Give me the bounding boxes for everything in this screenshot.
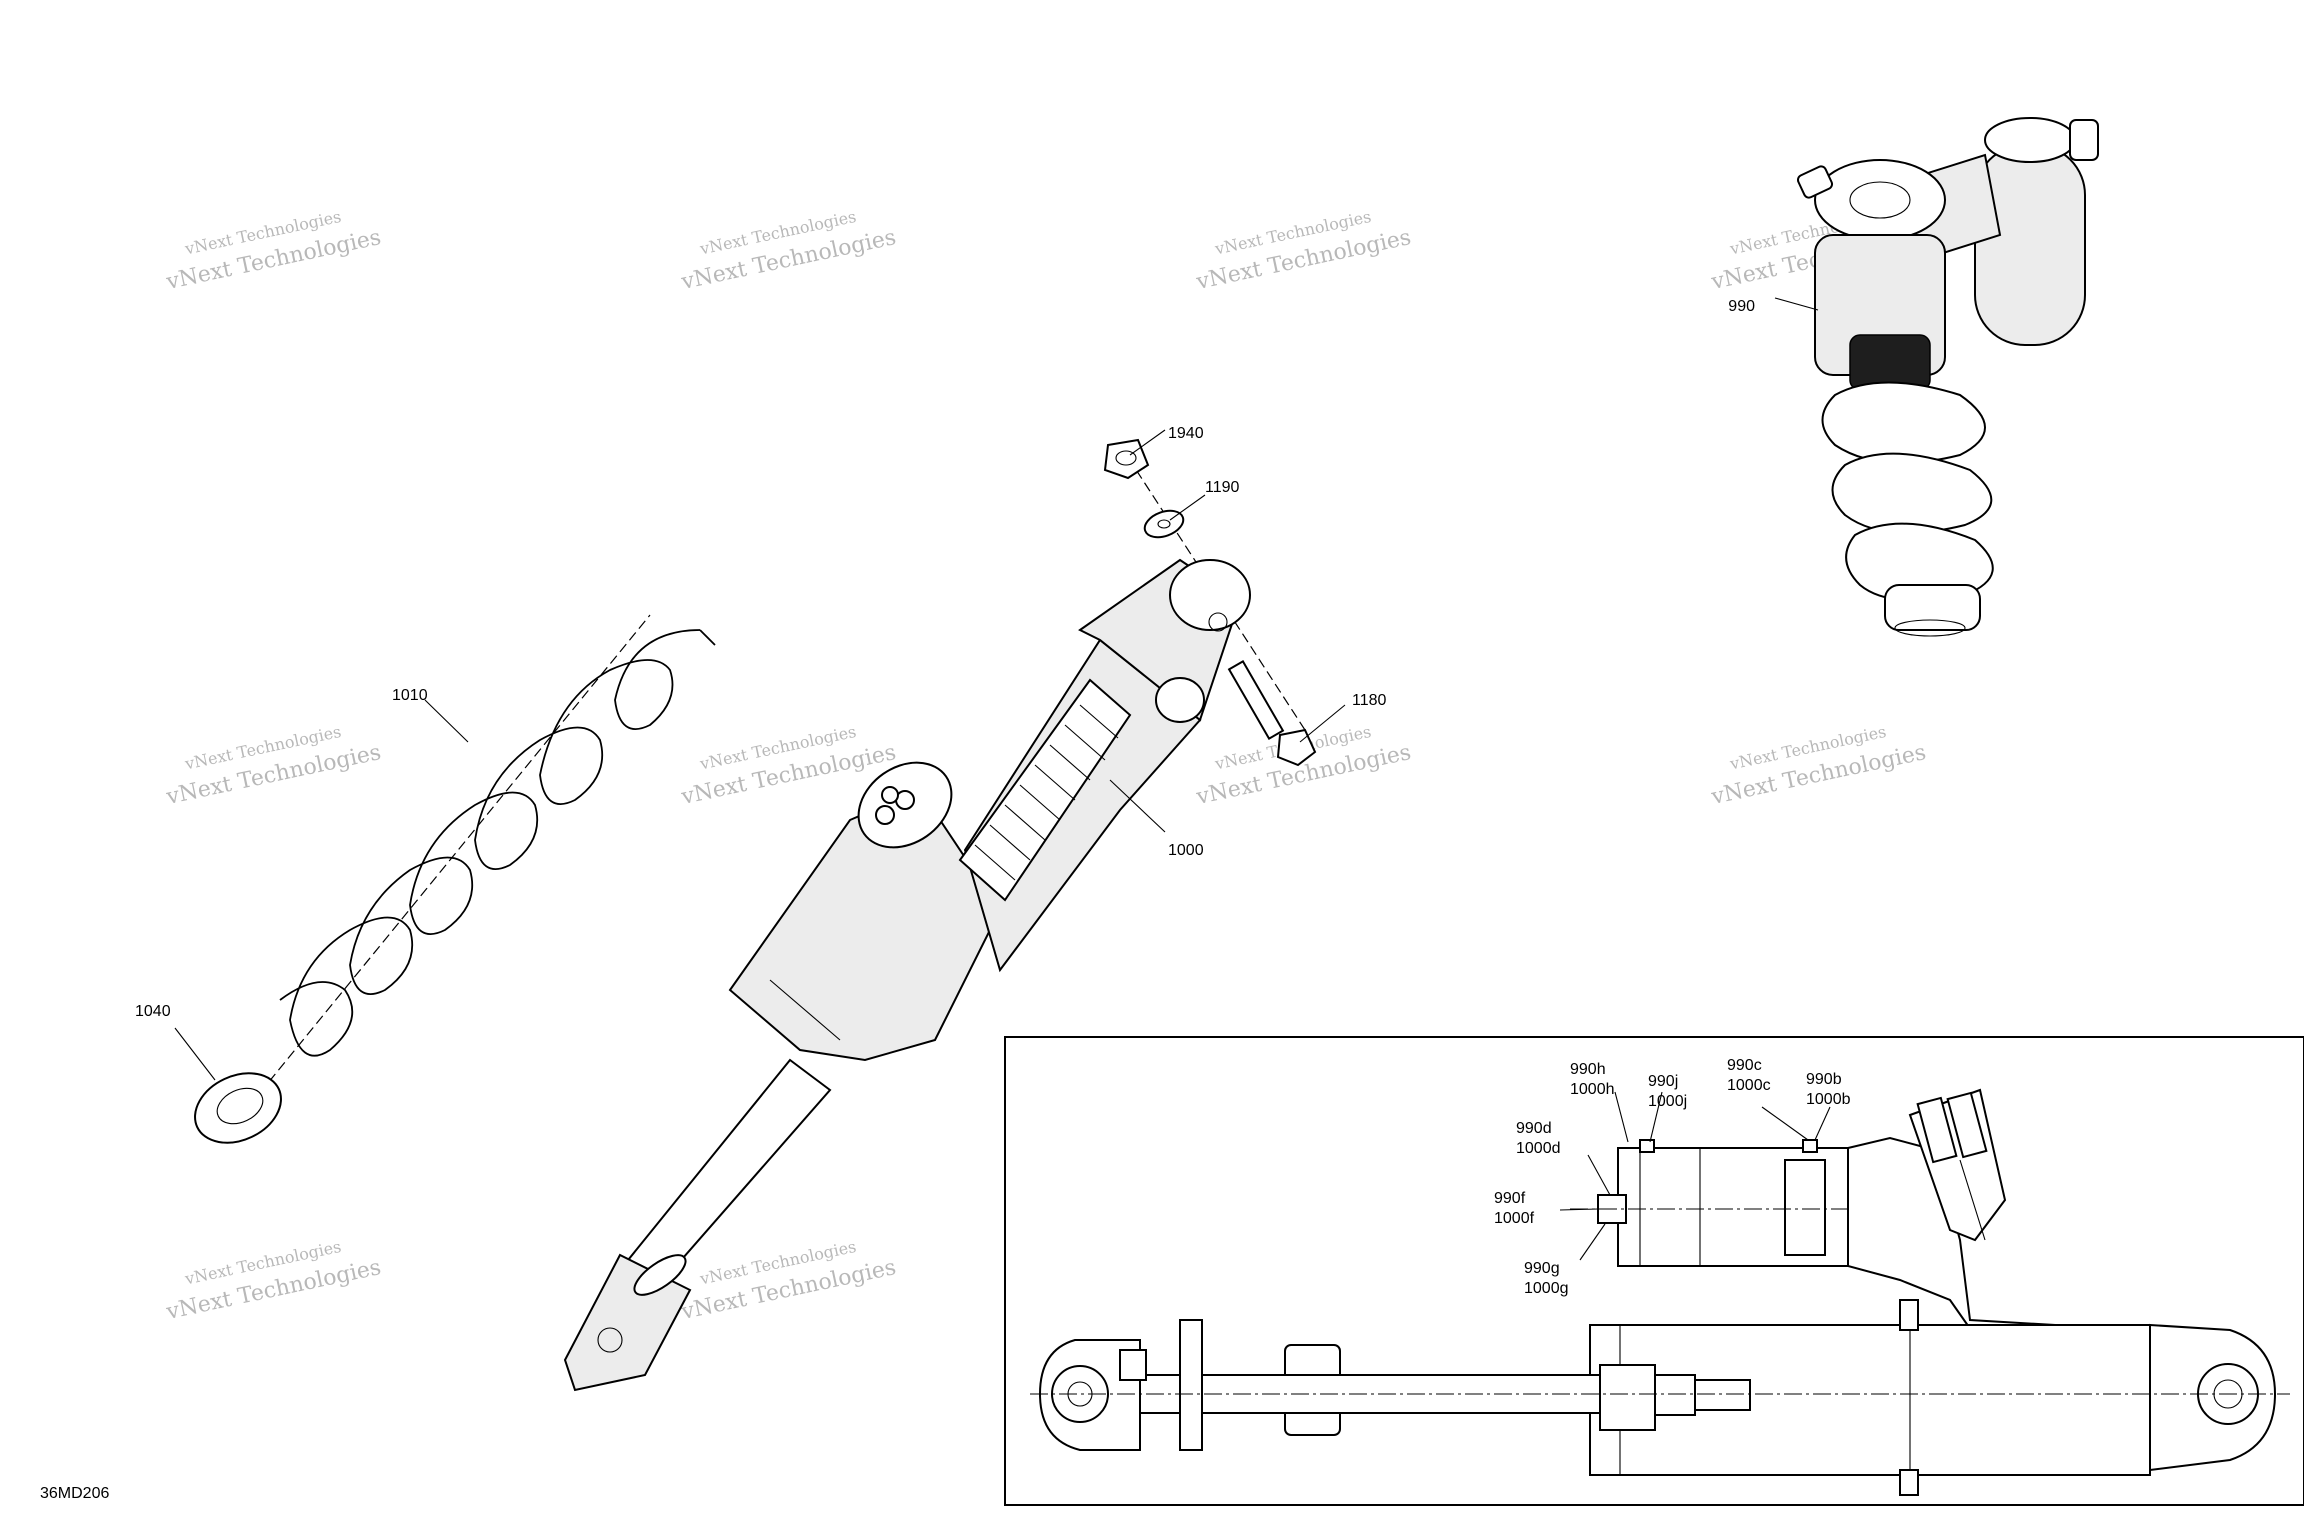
callout-1000j: 1000j (1648, 1093, 1687, 1110)
watermark: vNext Technologies vNext Technologies (678, 1237, 898, 1325)
floating-piston (1784, 1159, 1826, 1256)
reservoir-body (1974, 144, 2086, 346)
clevis-collar (633, 1254, 687, 1296)
callout-990: 990 (1728, 298, 1755, 315)
watermark: vNext Technologies vNext Technologies (163, 1237, 383, 1325)
spring-collar (1179, 1319, 1203, 1451)
callout-1000g: 1000g (1524, 1280, 1569, 1297)
callout-1010: 1010 (392, 687, 428, 704)
callout-990c: 990c (1727, 1057, 1762, 1074)
callout-990d: 990d (1516, 1120, 1552, 1137)
callout-990g: 990g (1524, 1260, 1560, 1277)
collar-threads (974, 704, 1119, 881)
spring-seat-1040 (194, 1072, 282, 1144)
callout-1000: 1000 (1168, 842, 1204, 859)
reservoir-valve (2069, 119, 2099, 161)
callout-1000f: 1000f (1494, 1210, 1535, 1227)
damper-body-section (1030, 1299, 2290, 1496)
lower-valve (1119, 1349, 1147, 1381)
spring-coils (279, 629, 701, 1057)
spring-end (699, 629, 716, 646)
callout-1190: 1190 (1205, 479, 1240, 496)
shock-assembly-990 (1796, 117, 2099, 637)
callout-990b: 990b (1806, 1071, 1842, 1088)
callout-1180: 1180 (1352, 692, 1387, 709)
reservoir-cap (1984, 117, 2076, 163)
leader-990 (1774, 297, 1819, 311)
leader-1180 (1299, 704, 1346, 743)
reservoir-edge (769, 979, 841, 1041)
watermark: vNext Technologies vNext Technologies (1193, 207, 1413, 295)
top-eyelet-bore (1849, 181, 1911, 219)
callout-1000h: 1000h (1570, 1081, 1615, 1098)
inset-leaders (1559, 1091, 1831, 1261)
adjuster-knob (881, 786, 899, 804)
spring-coil (1821, 381, 1986, 464)
watermark: vNext Technologies vNext Technologies (678, 207, 898, 295)
watermark: vNext Technologies vNext Technologies (1708, 722, 1928, 810)
callout-990j: 990j (1648, 1073, 1678, 1090)
leader-1010 (424, 699, 469, 743)
top-eyelet-bore (1208, 612, 1228, 632)
callout-1000b: 1000b (1806, 1091, 1851, 1108)
spring-axis (249, 614, 651, 1106)
callout-1000c: 1000c (1727, 1077, 1771, 1094)
tube-boss (1899, 1469, 1919, 1496)
callout-group: 990 1940 1190 1180 1000 1010 1040 (135, 297, 1819, 1081)
exploded-shock-1000 (563, 438, 1317, 1392)
reservoir-section (1570, 1139, 1900, 1267)
callout-1940: 1940 (1168, 425, 1204, 442)
section-view-inset: 990h 1000h 990j 1000j 990c 1000c 990b 10… (1004, 1036, 2304, 1506)
lower-eyelet (1894, 619, 1966, 637)
watermark: vNext Technologies vNext Technologies (163, 207, 383, 295)
spring-coil (1831, 452, 1993, 534)
leader-1190 (1169, 494, 1206, 521)
side-boss (1155, 677, 1205, 723)
watermark: vNext Technologies vNext Technologies (163, 722, 383, 810)
callout-1040: 1040 (135, 1003, 171, 1020)
threaded-collar (958, 678, 1132, 902)
leader-1040 (174, 1027, 216, 1081)
callout-990f: 990f (1494, 1190, 1526, 1207)
spring-1010 (249, 614, 716, 1106)
nut-1940 (1103, 438, 1150, 480)
piston (1599, 1364, 1656, 1431)
adjuster-knob (875, 805, 895, 825)
top-eyelet (1814, 159, 1946, 241)
bolt-1180 (1227, 659, 1317, 767)
top-eyelet (1169, 559, 1251, 631)
top-bolt (1796, 165, 1834, 199)
callout-1000d: 1000d (1516, 1140, 1561, 1157)
figure-code: 36MD206 (40, 1485, 109, 1502)
spring-seat (1884, 584, 1981, 631)
tube-boss (1899, 1299, 1919, 1331)
leader-1940 (1129, 429, 1166, 456)
callout-990h: 990h (1570, 1061, 1606, 1078)
leader-1000 (1109, 779, 1166, 833)
shock-body-main (963, 638, 1202, 973)
clevis-bore (597, 1327, 623, 1353)
